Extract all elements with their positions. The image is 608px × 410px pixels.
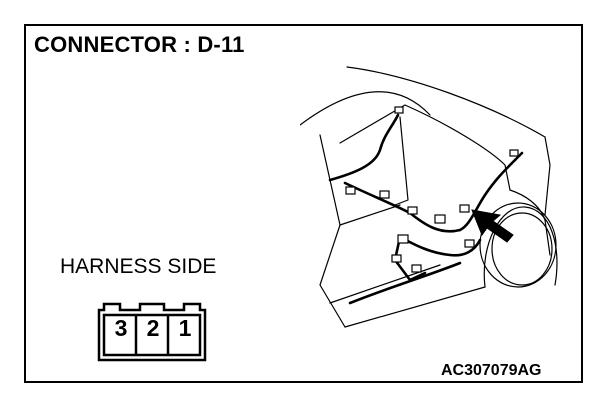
pin-3-label: 3	[114, 315, 128, 341]
pointer-arrow-icon	[471, 209, 514, 243]
pin-2-label: 2	[146, 315, 160, 341]
reference-code: AC307079AG	[441, 362, 542, 379]
diagram-frame	[24, 24, 583, 383]
connector-title: CONNECTOR : D-11	[34, 32, 245, 57]
pin-1-label: 1	[178, 315, 192, 341]
harness-side-label: HARNESS SIDE	[60, 255, 217, 278]
vehicle-harness-illustration	[300, 66, 558, 328]
connector-face	[97, 302, 207, 362]
